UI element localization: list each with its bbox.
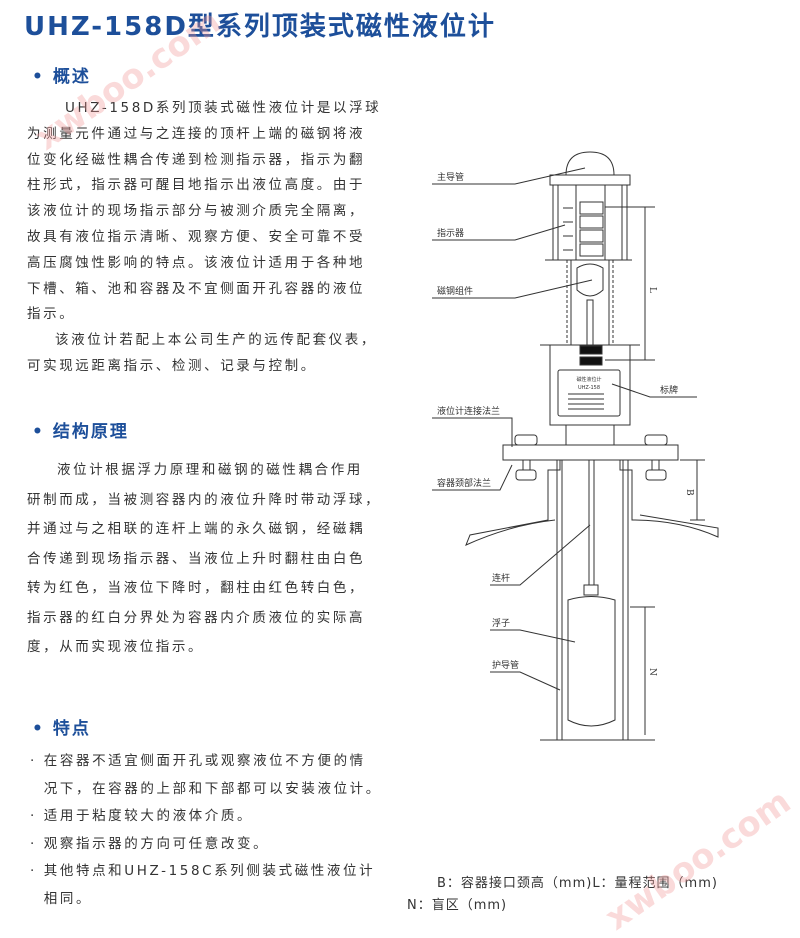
heading-text: 结构原理 [52,422,129,442]
top-cap [565,151,615,176]
page-title: UHZ-158D型系列顶装式磁性液位计 [24,12,496,42]
text-line: 可实现远距离指示、检测、记录与控制。 [27,357,317,374]
label-vessel-flange: 容器颈部法兰 [437,477,491,489]
feature-item: 况下，在容器的上部和下部都可以安装液位计。 [30,780,382,797]
heading-text: 概述 [52,67,91,87]
dimension-L: L [647,287,657,293]
caption-line-1: B：容器接口颈高（mm)L：量程范围（mm) [437,876,718,891]
vessel-wall-right [619,459,719,538]
section-heading-overview: •概述 [32,67,91,87]
bolt-icon [514,434,538,446]
bolt-icon [644,434,668,446]
feature-item: · 其他特点和UHZ-158C系列侧装式磁性液位计 [30,863,376,879]
features-list: · 在容器不适宜侧面开孔或观察液位不方便的情 况下，在容器的上部和下部都可以安装… [30,748,400,913]
overview-text: UHZ-158D系列顶装式磁性液位计是以浮球 为测量元件通过与之连接的顶杆上端的… [27,96,397,380]
label-guard-tube: 护导管 [492,659,519,671]
text-line: 下槽、箱、池和容器及不宜侧面开孔容器的液位 [27,280,366,297]
text-line: 为测量元件通过与之连接的顶杆上端的磁钢将液 [27,125,366,142]
nameplate-model: UHZ-158 [578,385,600,391]
text-line: 故具有液位指示清晰、观察方便、安全可靠不受 [27,228,366,245]
float [567,596,616,727]
text-line: 度，从而实现液位指示。 [27,639,205,655]
label-gauge-flange: 液位计连接法兰 [437,405,500,417]
label-rod: 连杆 [492,572,510,584]
text-line: UHZ-158D系列顶装式磁性液位计是以浮球 [65,100,382,116]
feature-item: · 适用于粘度较大的液体介质。 [30,808,254,824]
guard-tube-left [556,459,563,741]
guard-tube-right [622,459,629,741]
text-line: 液位计根据浮力原理和磁钢的磁性耦合作用 [57,462,363,478]
label-indicator: 指示器 [437,227,464,239]
dimension-N: N [647,668,657,676]
heading-text: 特点 [52,719,91,739]
magnet-float [576,263,604,297]
gauge-flange [502,444,679,461]
text-line: 高压腐蚀性影响的特点。该液位计适用于各种地 [27,254,366,271]
caption-line-2: N：盲区（mm) [407,898,508,913]
vessel-wall-left [465,459,561,546]
nameplate-title: 磁性液位计 [576,376,601,383]
text-line: 位变化经磁性耦合传递到检测指示器，指示为翻 [27,151,366,168]
text-line: 并通过与之相联的连杆上端的永久磁钢，经磁耦 [27,521,366,537]
feature-item: 相同。 [30,890,93,907]
text-line: 研制而成，当被测容器内的液位升降时带动浮球， [27,491,382,508]
section-heading-principle: •结构原理 [32,422,129,442]
label-main-tube: 主导管 [437,171,464,183]
principle-text: 液位计根据浮力原理和磁钢的磁性耦合作用 研制而成，当被测容器内的液位升降时带动浮… [27,456,397,663]
section-heading-features: •特点 [32,719,91,739]
text-line: 柱形式，指示器可醒目地指示出液位高度。由于 [27,177,366,194]
feature-item: · 在容器不适宜侧面开孔或观察液位不方便的情 [30,753,366,769]
label-magnet-assembly: 磁钢组件 [437,285,473,297]
label-nameplate: 标牌 [660,384,678,396]
label-float: 浮子 [492,617,510,629]
text-line: 指示器的红白分界处为容器内介质液位的实际高 [27,609,366,626]
text-line: 该液位计的现场指示部分与被测介质完全隔离， [27,203,366,220]
text-line: 指示。 [27,306,76,323]
dimension-B: B [684,489,694,496]
nameplate [557,369,621,417]
text-line: 合传递到现场指示器、当液位上升时翻柱由白色 [27,550,366,567]
text-line: 该液位计若配上本公司生产的远传配套仪表， [55,332,377,349]
feature-item: · 观察指示器的方向可任意改变。 [30,835,270,852]
text-line: 转为红色，当液位下降时，翻柱由红色转白色， [27,580,366,596]
